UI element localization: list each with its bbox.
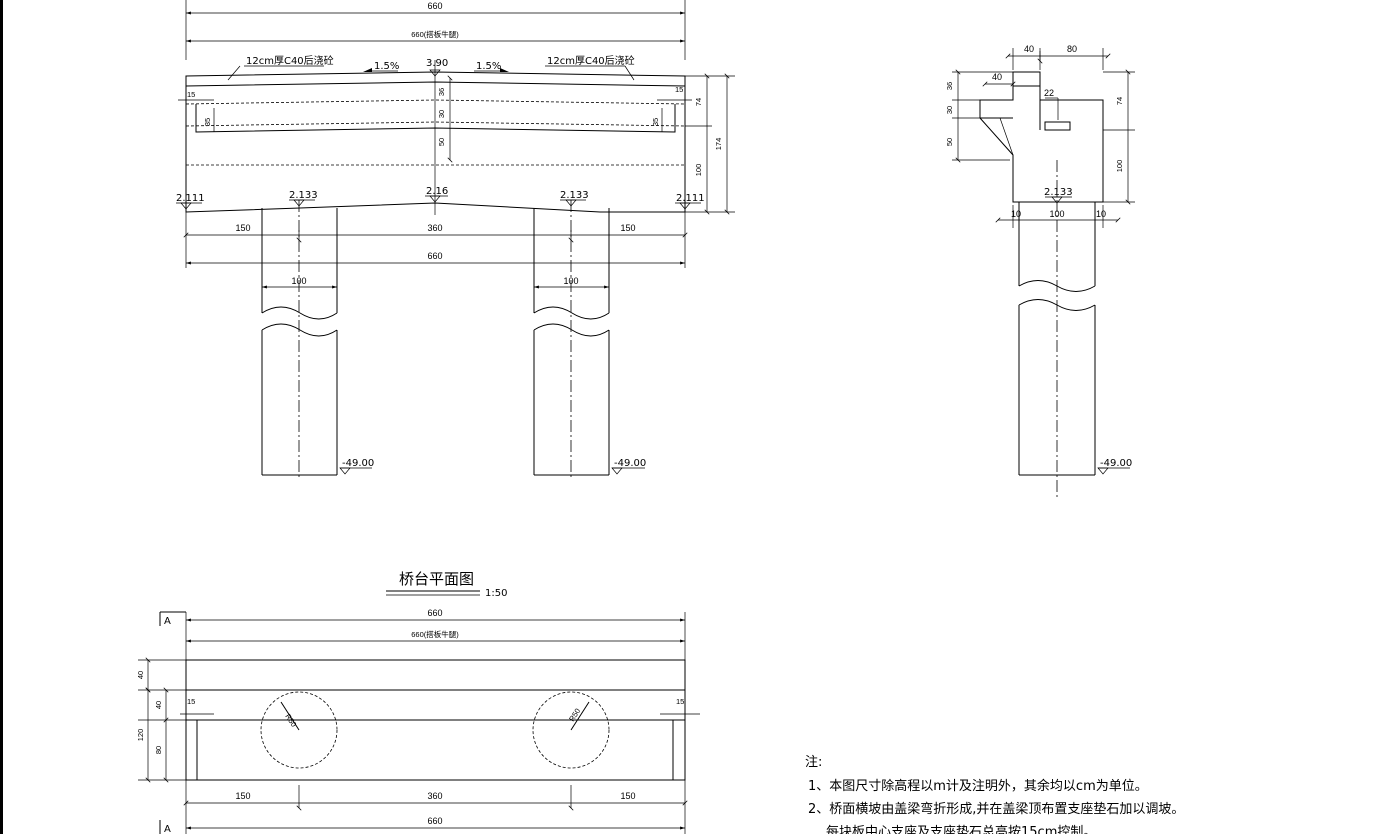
pile-right: 100 -49.00 — [533, 200, 646, 480]
dim-h15-left: 15 — [187, 90, 195, 99]
plan-dim-v40-top: 40 — [136, 671, 145, 679]
plan-dim-span-right: 150 — [620, 791, 635, 801]
plan-dim-v120: 120 — [136, 729, 145, 742]
pile-left: 100 -49.00 — [261, 200, 374, 480]
plan-dim-span-mid: 360 — [427, 791, 442, 801]
side-elev: 2.133 — [1044, 187, 1073, 198]
section-mark-a-bottom: A — [164, 824, 171, 834]
plan-dim-overall-slab: 660(搭板牛腿) — [411, 629, 459, 639]
pile-bottom-left: -49.00 — [342, 458, 374, 469]
crown-elevation: 3.90 — [426, 58, 448, 69]
svg-text:2.133: 2.133 — [289, 190, 318, 201]
slope-left: 1.5% — [374, 61, 399, 72]
dim-span-mid: 360 — [427, 223, 442, 233]
plan-dim-v40-mid: 40 — [154, 701, 163, 709]
elev-mark-mid: 2.16 — [425, 186, 448, 203]
dim-span-left: 150 — [235, 223, 250, 233]
section-mark-a-top: A — [164, 616, 171, 627]
side-dim-v36: 36 — [945, 82, 954, 90]
notes-line-2: 2、桥面横坡由盖梁弯折形成,并在盖梁顶布置支座垫石加以调坡。 — [808, 801, 1184, 817]
elev-mark-left: 2.111 — [176, 193, 205, 210]
dim-h50: 50 — [437, 138, 446, 146]
side-dim-top80: 80 — [1067, 44, 1077, 54]
plan-dim-span-left: 150 — [235, 791, 250, 801]
front-elevation-view: 660 660(搭板牛腿) 12cm厚C40后浇砼 12cm厚C40后浇砼 1.… — [176, 0, 735, 480]
notes-line-3: 每块板中心支座及支座垫石总高按15cm控制。 — [826, 824, 1096, 834]
dim-h30: 30 — [437, 110, 446, 118]
dim-overall-top: 660 — [427, 1, 442, 11]
side-dim-r74: 74 — [1115, 97, 1124, 105]
dim-span-right: 150 — [620, 223, 635, 233]
side-section-view: 40 80 40 22 36 30 50 74 100 2. — [945, 44, 1135, 498]
slope-right: 1.5% — [476, 61, 501, 72]
svg-text:2.133: 2.133 — [560, 190, 589, 201]
plan-view: 桥台平面图 1:50 A A 660 660(搭板牛腿) 15 15 — [136, 570, 700, 834]
dim-h15-right: 15 — [675, 85, 683, 94]
elev-mark-pile-right: 2.133 — [560, 190, 589, 207]
dim-overall-slab: 660(搭板牛腿) — [411, 29, 459, 39]
dim-h100: 100 — [694, 164, 703, 177]
svg-text:2.111: 2.111 — [676, 193, 705, 204]
notes-block: 注: 1、本图尺寸除高程以m计及注明外，其余均以cm为单位。 2、桥面横坡由盖梁… — [805, 755, 1184, 834]
label-post-pour-right: 12cm厚C40后浇砼 — [547, 54, 635, 67]
svg-text:2.111: 2.111 — [176, 193, 205, 204]
notes-heading: 注: — [805, 755, 822, 770]
side-dim-v30: 30 — [945, 106, 954, 114]
dim-h74: 74 — [694, 98, 703, 106]
plan-radius-right: R50 — [567, 707, 582, 723]
elev-mark-pile-left: 2.133 — [289, 190, 318, 207]
plan-dim-w15-right: 15 — [676, 697, 684, 706]
side-dim-top40: 40 — [1024, 44, 1034, 54]
notes-line-1: 1、本图尺寸除高程以m计及注明外，其余均以cm为单位。 — [808, 778, 1148, 794]
plan-dim-v80: 80 — [154, 746, 163, 754]
elev-mark-right: 2.111 — [675, 193, 705, 210]
dim-h174: 174 — [714, 138, 723, 151]
plan-scale: 1:50 — [485, 588, 507, 599]
dim-overall-bottom: 660 — [427, 251, 442, 261]
side-pile-bottom: -49.00 — [1100, 458, 1132, 469]
dim-h35-left: 35 — [203, 118, 212, 126]
side-dim-v50: 50 — [945, 138, 954, 146]
dim-h36: 36 — [437, 88, 446, 96]
side-dim-w10-left: 10 — [1011, 209, 1021, 219]
dim-h35-right: 35 — [651, 118, 660, 126]
plan-title: 桥台平面图 — [399, 570, 474, 588]
side-dim-w10-right: 10 — [1096, 209, 1106, 219]
dim-pile-dia-left: 100 — [291, 276, 306, 286]
side-dim-r100: 100 — [1115, 160, 1124, 173]
side-dim-left40: 40 — [992, 72, 1002, 82]
svg-text:2.16: 2.16 — [426, 186, 448, 197]
pile-bottom-right: -49.00 — [614, 458, 646, 469]
plan-dim-overall-top: 660 — [427, 608, 442, 618]
plan-dim-w15-left: 15 — [187, 697, 195, 706]
dim-pile-dia-right: 100 — [563, 276, 578, 286]
side-dim-22: 22 — [1044, 88, 1054, 98]
side-dim-w100: 100 — [1049, 209, 1064, 219]
plan-dim-overall-bottom: 660 — [427, 816, 442, 826]
label-post-pour-left: 12cm厚C40后浇砼 — [246, 54, 334, 67]
